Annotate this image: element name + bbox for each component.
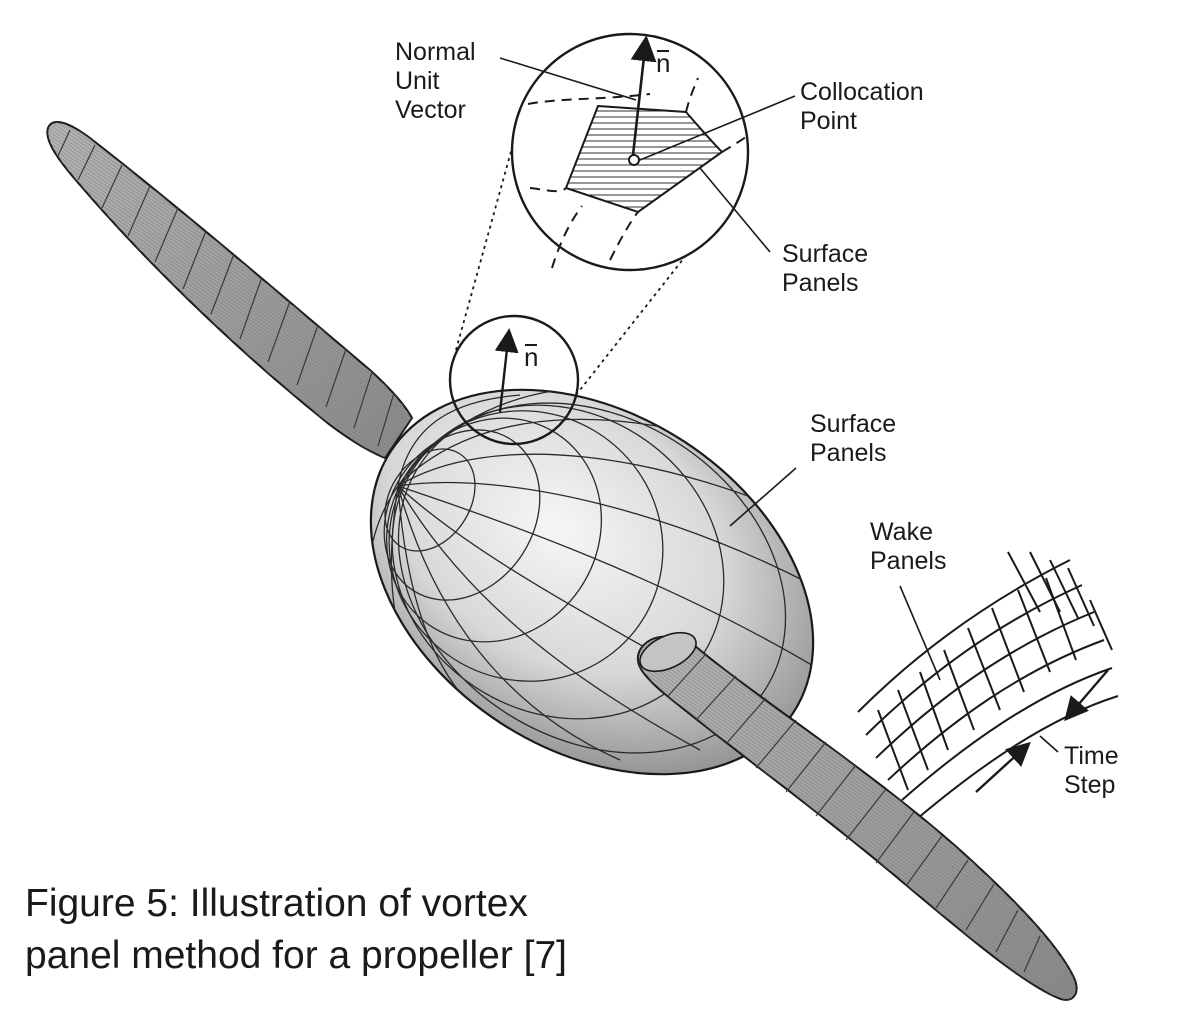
leader-lines — [499, 57, 1059, 753]
label-wake-panels: Wake Panels — [870, 518, 947, 575]
wake-panels-grid — [857, 551, 1119, 819]
caption-line-2: panel method for a propeller [7] — [25, 934, 568, 977]
label-collocation-point: Collocation Point — [800, 78, 924, 135]
normal-symbol-large: n — [656, 48, 671, 78]
label-time-step: Time Step — [1064, 742, 1119, 799]
normal-vector-large — [630, 35, 657, 156]
zoom-connector-lines — [455, 147, 711, 396]
label-surface-panels-detail: Surface Panels — [782, 240, 869, 297]
blade-upper — [46, 121, 414, 460]
normal-vector-small — [494, 328, 519, 413]
collocation-point-marker — [628, 154, 640, 166]
figure-caption: Figure 5: Illustration of vortex panel m… — [25, 878, 725, 982]
caption-line-1: Figure 5: Illustration of vortex — [25, 882, 528, 925]
label-normal-unit-vector: Normal Unit Vector — [395, 38, 476, 124]
time-step-arrows — [975, 669, 1109, 793]
normal-symbol-small: n — [524, 342, 539, 372]
label-surface-panels-hub: Surface Panels — [810, 410, 897, 467]
detail-magnified-circle — [510, 32, 751, 272]
blade-lower — [636, 631, 1078, 1001]
detail-highlight-circle — [448, 314, 580, 446]
